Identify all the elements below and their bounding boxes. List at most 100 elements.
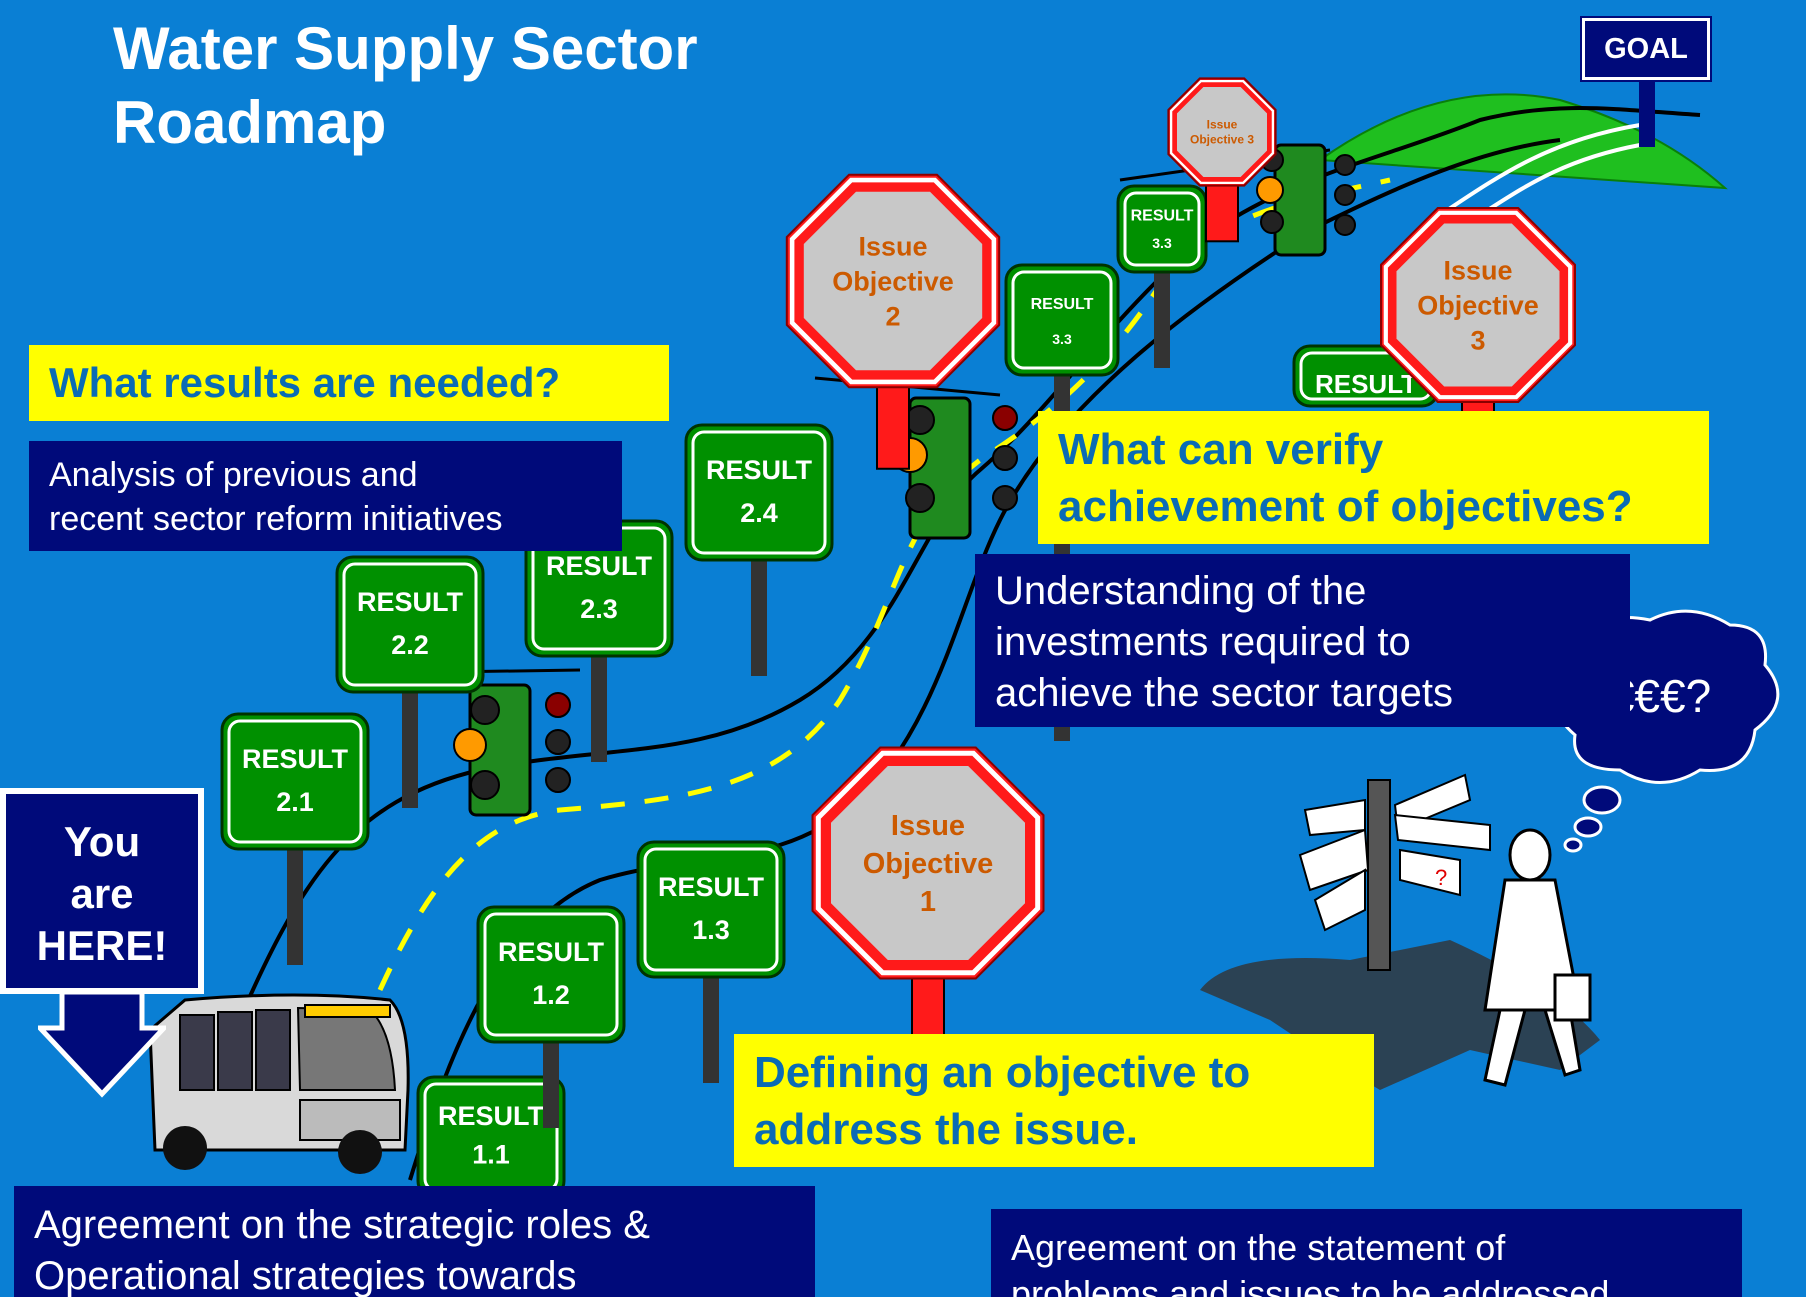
result-word: RESULT [1315, 369, 1417, 399]
result-number: 3.3 [1052, 331, 1072, 347]
objective-label-line: Issue [1207, 118, 1238, 132]
title-line-2: Roadmap [113, 89, 387, 156]
sign-board [335, 555, 485, 694]
result-number: 3.3 [1152, 235, 1172, 251]
signpost-illustration: ? [1298, 773, 1491, 971]
stop-sign-rim [1383, 210, 1573, 400]
goal-sign: GOAL [1580, 16, 1712, 82]
note-agreement-problems-line-1: Agreement on the statement of [1011, 1227, 1506, 1268]
result-word: RESULT [546, 551, 653, 581]
stop-sign-face [1177, 87, 1267, 177]
note-agreement-roles-line-2: Operational strategies towards [34, 1254, 577, 1297]
question-verify-achievement: What can verify achievement of objective… [1038, 411, 1709, 544]
stop-sign-face [831, 766, 1025, 960]
question-define-line-2: address the issue. [754, 1105, 1138, 1154]
result-number: 1.2 [532, 980, 570, 1010]
question-results-needed: What results are needed? [29, 345, 669, 421]
page-title: Water Supply Sector Roadmap [113, 12, 698, 160]
here-line-2: are [70, 870, 134, 917]
sign-board [636, 840, 786, 979]
result-number: 2.4 [740, 498, 778, 528]
note-investments-line-3: achieve the sector targets [995, 671, 1454, 715]
goal-pole [1639, 82, 1655, 147]
result-sign-2-3: RESULT 2.3 [524, 519, 674, 762]
stop-sign-pole [1205, 180, 1239, 243]
sign-board [416, 1075, 566, 1199]
sign-pole [751, 556, 767, 676]
objective-label-line: Objective [1417, 290, 1539, 320]
result-word: RESULT [498, 937, 605, 967]
result-sign-2-2: RESULT 2.2 [335, 555, 485, 808]
result-sign-1-2: RESULT 1.2 [476, 905, 626, 1128]
sign-pole [543, 1038, 559, 1128]
sign-board [1004, 263, 1120, 377]
objective-label-line: Objective [863, 848, 994, 880]
note-analysis-line-2: recent sector reform initiatives [49, 500, 503, 538]
result-number: 2.1 [276, 787, 314, 817]
stop-sign-rim [815, 750, 1041, 976]
stop-sign-pole [876, 377, 910, 470]
result-word: RESULT [1131, 207, 1194, 224]
result-number: 1.3 [692, 915, 730, 945]
traffic-light-2 [814, 376, 1018, 540]
objective-label-line: Issue [858, 231, 927, 261]
note-investments-line-1: Understanding of the [995, 569, 1367, 613]
sign-board [220, 712, 370, 851]
sign-border [691, 430, 827, 555]
question-define-objective: Defining an objective to address the iss… [734, 1034, 1374, 1167]
sign-pole [287, 845, 303, 965]
result-word: RESULT [658, 872, 765, 902]
stop-sign-rim [1169, 79, 1275, 185]
note-investments-line-2: investments required to [995, 620, 1411, 664]
objective-label-line: Issue [1443, 255, 1512, 285]
sign-border [227, 719, 363, 844]
sign-border [1011, 270, 1113, 370]
sign-board [684, 423, 834, 562]
note-agreement-roles: Agreement on the strategic roles & Opera… [14, 1186, 815, 1297]
result-sign-2-4: RESULT 2.4 [684, 423, 834, 676]
you-are-here-box: You are HERE! [0, 788, 204, 994]
goal-hill [1317, 93, 1728, 190]
note-agreement-roles-line-1: Agreement on the strategic roles & [34, 1203, 650, 1247]
sign-border [342, 562, 478, 687]
question-verify-line-1: What can verify [1058, 425, 1384, 474]
sign-board [476, 905, 626, 1044]
sign-pole [591, 652, 607, 762]
signpost-question-mark: ? [1435, 865, 1447, 890]
sign-border [1123, 191, 1201, 267]
result-number: 1.1 [472, 1139, 510, 1169]
result-signs: RESULT1.1RESULT1.2RESULT1.3RESULT2.1RESU… [220, 184, 1440, 1199]
question-verify-line-2: achievement of objectives? [1058, 482, 1633, 531]
note-investments: Understanding of the investments require… [975, 554, 1630, 727]
objective-label-line: Objective [832, 266, 954, 296]
result-sign-3-3: RESULT 3.3 [1116, 184, 1208, 368]
note-analysis-line-1: Analysis of previous and [49, 456, 418, 494]
sign-pole [703, 973, 719, 1083]
traffic-light-3 [1119, 143, 1356, 257]
result-number: 2.3 [580, 594, 618, 624]
objective-label-line: 2 [885, 301, 900, 331]
result-number: 2.2 [391, 630, 429, 660]
sign-border [643, 847, 779, 972]
result-word: RESULT [706, 455, 813, 485]
objective-label-line: 1 [920, 886, 936, 918]
sign-board [1116, 184, 1208, 274]
sign-pole [402, 688, 418, 808]
here-line-3: HERE! [36, 922, 168, 969]
note-agreement-problems: Agreement on the statement of problems a… [991, 1209, 1742, 1297]
road-white-lines [1438, 123, 1641, 217]
result-word: RESULT [357, 587, 464, 617]
stop-sign-face [1396, 223, 1560, 387]
question-define-line-1: Defining an objective to [754, 1048, 1251, 1097]
bus-illustration [148, 993, 410, 1174]
result-sign-1-3: RESULT 1.3 [636, 840, 786, 1083]
down-arrow-icon [38, 990, 166, 1098]
stop-sign-face [803, 191, 983, 371]
objective-label-line: 3 [1470, 325, 1485, 355]
sign-border [483, 912, 619, 1037]
